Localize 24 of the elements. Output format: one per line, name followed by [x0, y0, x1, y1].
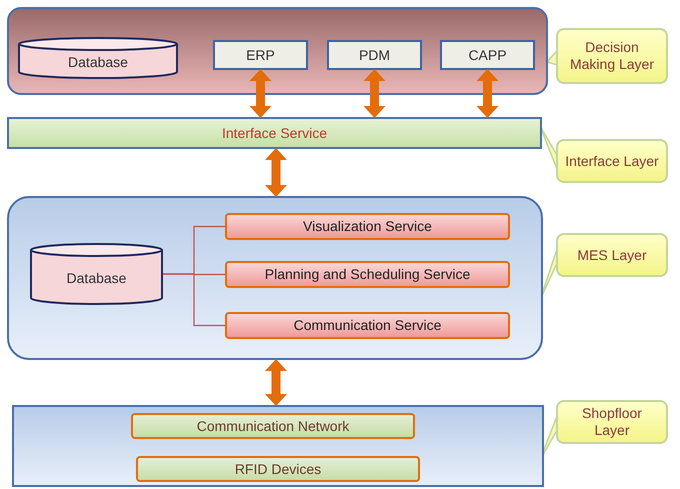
callout-bubble: Decision Making Layer — [556, 28, 668, 84]
double-arrow — [364, 69, 386, 118]
double-arrow — [476, 69, 498, 118]
layer-panel — [7, 196, 543, 360]
service-box: Communication Service — [225, 312, 510, 339]
double-arrow — [250, 69, 272, 118]
callout-bubble: Shopfloor Layer — [556, 400, 668, 444]
connector-line — [163, 273, 225, 326]
network-box: Communication Network — [131, 413, 415, 439]
double-arrow — [265, 148, 287, 197]
node-label: Database — [66, 270, 126, 286]
system-box: ERP — [213, 40, 308, 70]
system-box: PDM — [327, 40, 422, 70]
layer-panel — [12, 405, 544, 487]
service-box: Planning and Scheduling Service — [225, 261, 510, 288]
double-arrow — [265, 359, 287, 406]
node-label: Database — [68, 54, 128, 70]
system-box: CAPP — [440, 40, 535, 70]
service-box: Visualization Service — [225, 213, 510, 240]
service-bar: Interface Service — [7, 117, 542, 149]
callout-bubble: MES Layer — [556, 233, 668, 277]
layer-panel — [7, 7, 548, 95]
callout-bubble: Interface Layer — [556, 139, 668, 183]
network-box: RFID Devices — [136, 456, 420, 482]
